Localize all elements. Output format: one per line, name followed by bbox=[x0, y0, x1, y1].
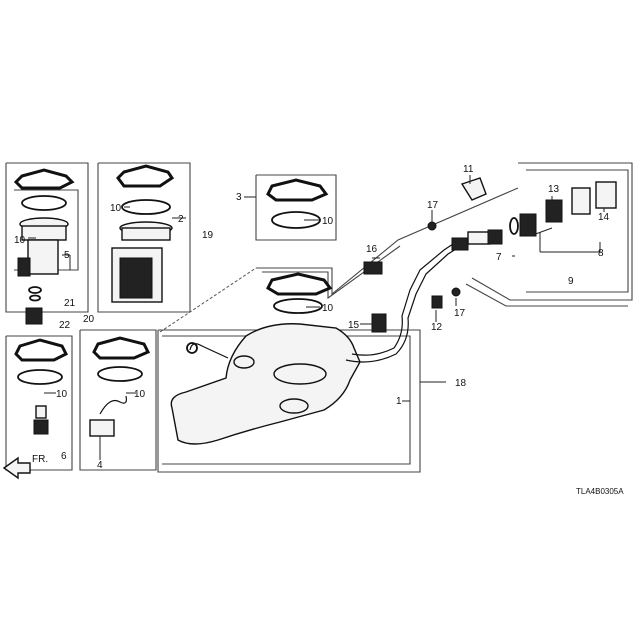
fuel-tank-1 bbox=[170, 237, 465, 445]
callout-13: 13 bbox=[548, 184, 560, 195]
fuel-sender-6 bbox=[14, 338, 69, 435]
callout-10-tank: 10 bbox=[322, 303, 334, 314]
callout-14: 14 bbox=[598, 212, 610, 223]
fuel-pump-module-5 bbox=[13, 168, 75, 325]
gasket-set-tank bbox=[266, 272, 333, 314]
group-box-20 bbox=[79, 329, 157, 471]
direction-label: FR. bbox=[32, 454, 48, 465]
callout-2: 2 bbox=[178, 214, 184, 225]
callout-17-lower: 17 bbox=[454, 308, 466, 319]
fuel-cap-parts-7 bbox=[509, 181, 617, 237]
callout-12: 12 bbox=[431, 322, 443, 333]
diagram-code: TLA4B0305A bbox=[576, 487, 624, 496]
gasket-set-3 bbox=[266, 178, 329, 229]
callout-6: 6 bbox=[61, 451, 67, 462]
callout-18: 18 bbox=[455, 378, 467, 389]
bolt-17 bbox=[427, 221, 461, 297]
callout-19: 19 bbox=[202, 230, 214, 241]
callout-5: 5 bbox=[64, 250, 70, 261]
callout-4: 4 bbox=[97, 460, 103, 471]
fuel-sender-4 bbox=[89, 336, 151, 437]
group-box-3 bbox=[255, 174, 337, 241]
callout-10-group20: 10 bbox=[134, 389, 146, 400]
group-box-22 bbox=[5, 335, 73, 471]
callout-1: 1 bbox=[396, 396, 402, 407]
bracket-16 bbox=[363, 261, 383, 275]
callout-labels: 1 2 3 4 5 6 7 8 9 10 10 10 10 10 10 11 1… bbox=[14, 164, 610, 471]
clip-12 bbox=[431, 295, 443, 309]
callout-10-group3: 10 bbox=[322, 216, 334, 227]
callout-20: 20 bbox=[83, 314, 95, 325]
filler-pipe-11 bbox=[451, 177, 503, 251]
bracket-15 bbox=[371, 313, 387, 333]
front-direction-arrow: FR. bbox=[2, 454, 48, 480]
callout-10-group22: 10 bbox=[56, 389, 68, 400]
callout-7: 7 bbox=[496, 252, 502, 263]
callout-16: 16 bbox=[366, 244, 378, 255]
callout-10-group21: 10 bbox=[14, 235, 26, 246]
callout-21: 21 bbox=[64, 298, 76, 309]
callout-15: 15 bbox=[348, 320, 360, 331]
callout-22: 22 bbox=[59, 320, 71, 331]
leader-lines bbox=[28, 175, 605, 460]
callout-10-group19: 10 bbox=[110, 203, 122, 214]
fuel-pump-module-2 bbox=[111, 164, 175, 303]
callout-3: 3 bbox=[236, 192, 242, 203]
callout-9: 9 bbox=[568, 276, 574, 287]
callout-17-upper: 17 bbox=[427, 200, 439, 211]
callout-8: 8 bbox=[598, 248, 604, 259]
callout-11: 11 bbox=[463, 164, 474, 175]
